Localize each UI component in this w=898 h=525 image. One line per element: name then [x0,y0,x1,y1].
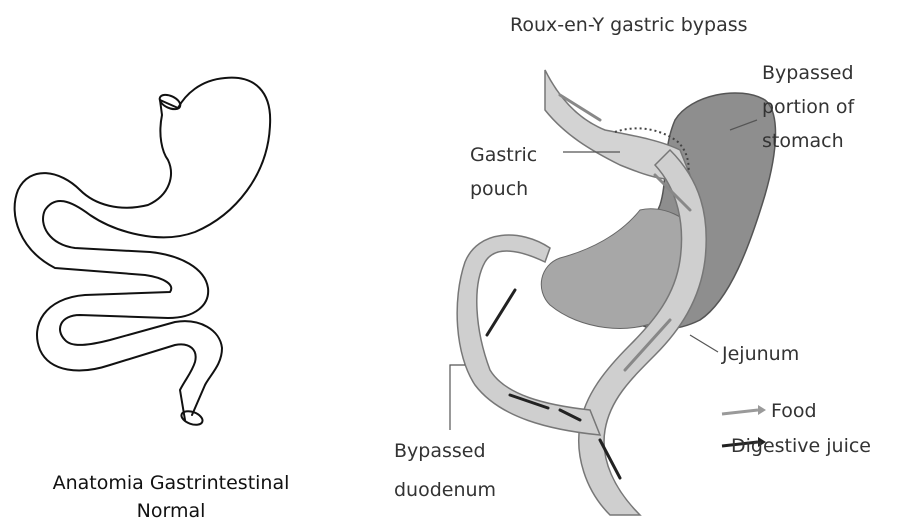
label-gastric-pouch-2: pouch [470,174,528,204]
label-jejunum: Jejunum [722,339,799,369]
anatomy-caption-line2: Normal [16,497,326,525]
intestine-inner-outline [15,100,196,420]
legend-food-label: Food [771,396,817,426]
legend-juice-label: Digestive juice [731,431,871,461]
label-bypassed-stomach-3: stomach [762,126,844,156]
label-bypassed-stomach-1: Bypassed [762,58,854,88]
label-bypassed-duodenum-1: Bypassed [394,436,486,466]
leader-jejunum [690,335,718,352]
label-gastric-pouch-1: Gastric [470,140,537,170]
label-bypassed-stomach-2: portion of [762,92,854,122]
anatomy-caption-line1: Anatomia Gastrintestinal [16,469,326,497]
rectum-cut [180,409,205,428]
label-bypassed-duodenum-2: duodenum [394,475,496,505]
jejunum-limb-shape [579,150,706,515]
legend-food-arrow [722,405,766,415]
juice-flow-arrow [487,290,515,335]
stomach-outline [43,78,270,415]
roux-en-y-drawing [450,70,776,515]
leader-duodenum [450,365,465,430]
bypass-title: Roux-en-Y gastric bypass [510,10,748,40]
